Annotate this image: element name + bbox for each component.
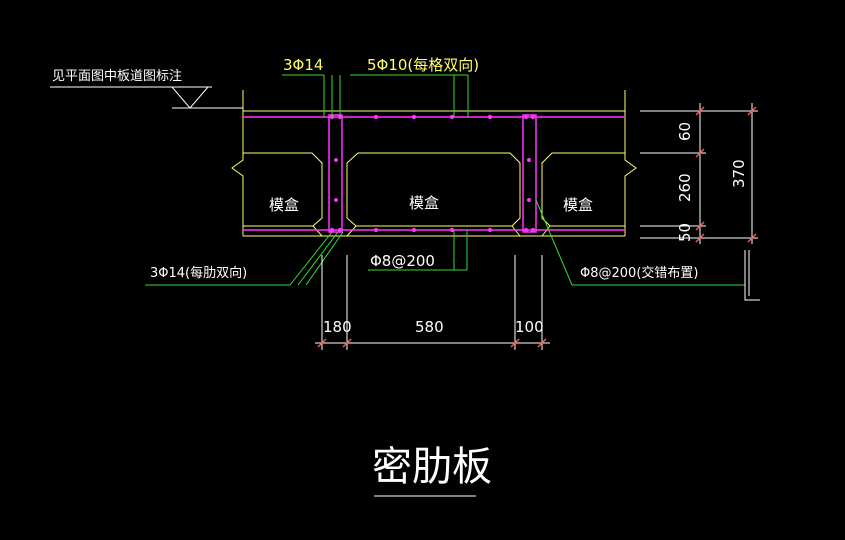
dim-tick xyxy=(537,338,547,348)
dim-label-580: 580 xyxy=(415,318,444,336)
rebar-dot xyxy=(449,227,455,233)
leader-bottom-left-diag-3 xyxy=(305,231,344,286)
rebar-dot xyxy=(527,198,531,202)
dim-tick xyxy=(695,148,705,158)
stirrup-right-label: Φ8@200(交错布置) xyxy=(580,265,698,281)
leader-right-diag xyxy=(535,199,573,286)
rebar-dot xyxy=(487,114,493,120)
dim-tick xyxy=(747,106,757,116)
center-box-outline xyxy=(346,152,521,227)
dim-tick xyxy=(695,106,705,116)
rebar-dot xyxy=(523,114,529,120)
rebar-dots xyxy=(329,114,536,233)
right-rib-chamfer-2 xyxy=(541,225,551,237)
dim-tick xyxy=(695,221,705,231)
rebar-dot xyxy=(411,114,417,120)
box-label-center: 模盒 xyxy=(409,194,439,212)
rebar-dot xyxy=(329,227,335,233)
rebar-dot xyxy=(523,227,529,233)
dim-label-50: 50 xyxy=(676,223,694,242)
dim-tick xyxy=(342,338,352,348)
dim-tick xyxy=(510,338,520,348)
dim-tick xyxy=(747,233,757,243)
dim-label-100: 100 xyxy=(515,318,544,336)
stirrup-middle-label: Φ8@200 xyxy=(370,252,435,270)
top-left-note: 见平面图中板道图标注 xyxy=(52,69,182,84)
rebar-dot xyxy=(334,198,338,202)
drawing-title: 密肋板 xyxy=(372,444,492,490)
rebar-dot xyxy=(527,158,531,162)
dimension-ticks xyxy=(317,106,757,348)
top-rebar-right-label: 5Φ10(每格双向) xyxy=(367,56,479,74)
top-rebar-left-label: 3Φ14 xyxy=(283,56,323,74)
box-label-left: 模盒 xyxy=(269,196,299,214)
dim-tick xyxy=(317,338,327,348)
bottom-rebar-left-label: 3Φ14(每肋双向) xyxy=(150,265,247,281)
elevation-marker xyxy=(50,86,243,109)
elevation-triangle-icon xyxy=(171,86,209,109)
rebar-dot xyxy=(530,227,536,233)
rebar-dot xyxy=(487,227,493,233)
dim-label-180: 180 xyxy=(323,318,352,336)
left-break-line xyxy=(231,90,244,236)
right-rib-stirrup xyxy=(522,114,537,233)
right-box-outline xyxy=(541,152,625,227)
leader-lines xyxy=(145,74,745,286)
right-rib-chamfer xyxy=(511,225,521,237)
leader-bottom-left-diag-2 xyxy=(297,231,339,286)
dim-label-60: 60 xyxy=(676,122,694,141)
dim-label-370: 370 xyxy=(730,159,748,188)
rebar-dot xyxy=(449,114,455,120)
rebar-dot xyxy=(411,227,417,233)
rebar-dot xyxy=(337,227,343,233)
rebar-dot xyxy=(530,114,536,120)
rebar-group xyxy=(243,114,625,233)
leader-bottom-left-diag-1 xyxy=(289,231,333,286)
section-symbol-icon xyxy=(744,250,760,301)
left-box-outline xyxy=(243,152,323,227)
section-symbol-line xyxy=(744,250,760,301)
box-label-right: 模盒 xyxy=(563,196,593,214)
dim-tick xyxy=(695,233,705,243)
left-rib-chamfer-2 xyxy=(346,225,357,237)
rebar-dot xyxy=(334,158,338,162)
left-rib-stirrup xyxy=(328,114,343,233)
right-break-line xyxy=(624,90,637,236)
left-rib-chamfer xyxy=(312,225,323,237)
rebar-dot xyxy=(373,114,379,120)
concrete-outline xyxy=(231,90,637,237)
dim-label-260: 260 xyxy=(676,173,694,202)
dimension-lines xyxy=(315,103,758,350)
rebar-dot xyxy=(373,227,379,233)
